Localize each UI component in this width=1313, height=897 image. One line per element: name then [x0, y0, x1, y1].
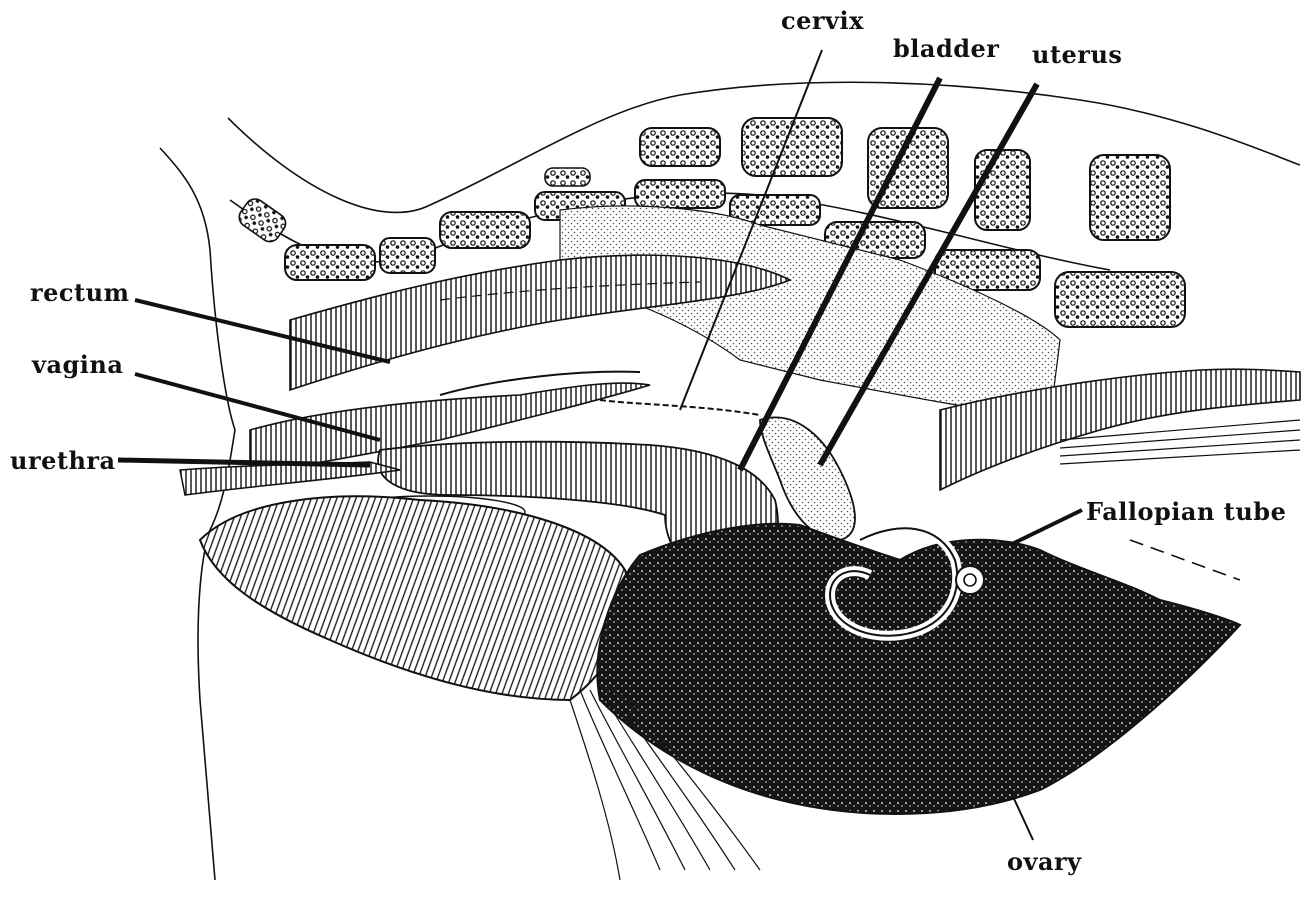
- vertebra: [1090, 155, 1170, 240]
- leader-ovary: [1010, 790, 1033, 840]
- vertebra: [975, 150, 1030, 230]
- pubic-mass: [200, 496, 629, 700]
- vertebra: [285, 245, 375, 280]
- label-urethra: urethra: [10, 446, 116, 475]
- label-cervix: cervix: [781, 6, 864, 35]
- vertebra: [545, 168, 590, 186]
- label-ovary: ovary: [1007, 847, 1082, 876]
- dashed-guide: [1130, 540, 1240, 580]
- dark-mass: [597, 524, 1240, 814]
- label-uterus: uterus: [1032, 40, 1122, 69]
- vertebra: [235, 195, 289, 245]
- label-rectum: rectum: [30, 278, 129, 307]
- label-vagina: vagina: [32, 350, 123, 379]
- label-bladder: bladder: [893, 34, 999, 63]
- label-fallopian-tube: Fallopian tube: [1086, 497, 1286, 526]
- vertebra: [640, 128, 720, 166]
- leader-fallopian: [1010, 510, 1082, 545]
- vertebra: [440, 212, 530, 248]
- vertebra: [380, 238, 435, 273]
- coil-spiral: [956, 566, 984, 594]
- vertebra: [635, 180, 725, 208]
- vertebra: [1055, 272, 1185, 327]
